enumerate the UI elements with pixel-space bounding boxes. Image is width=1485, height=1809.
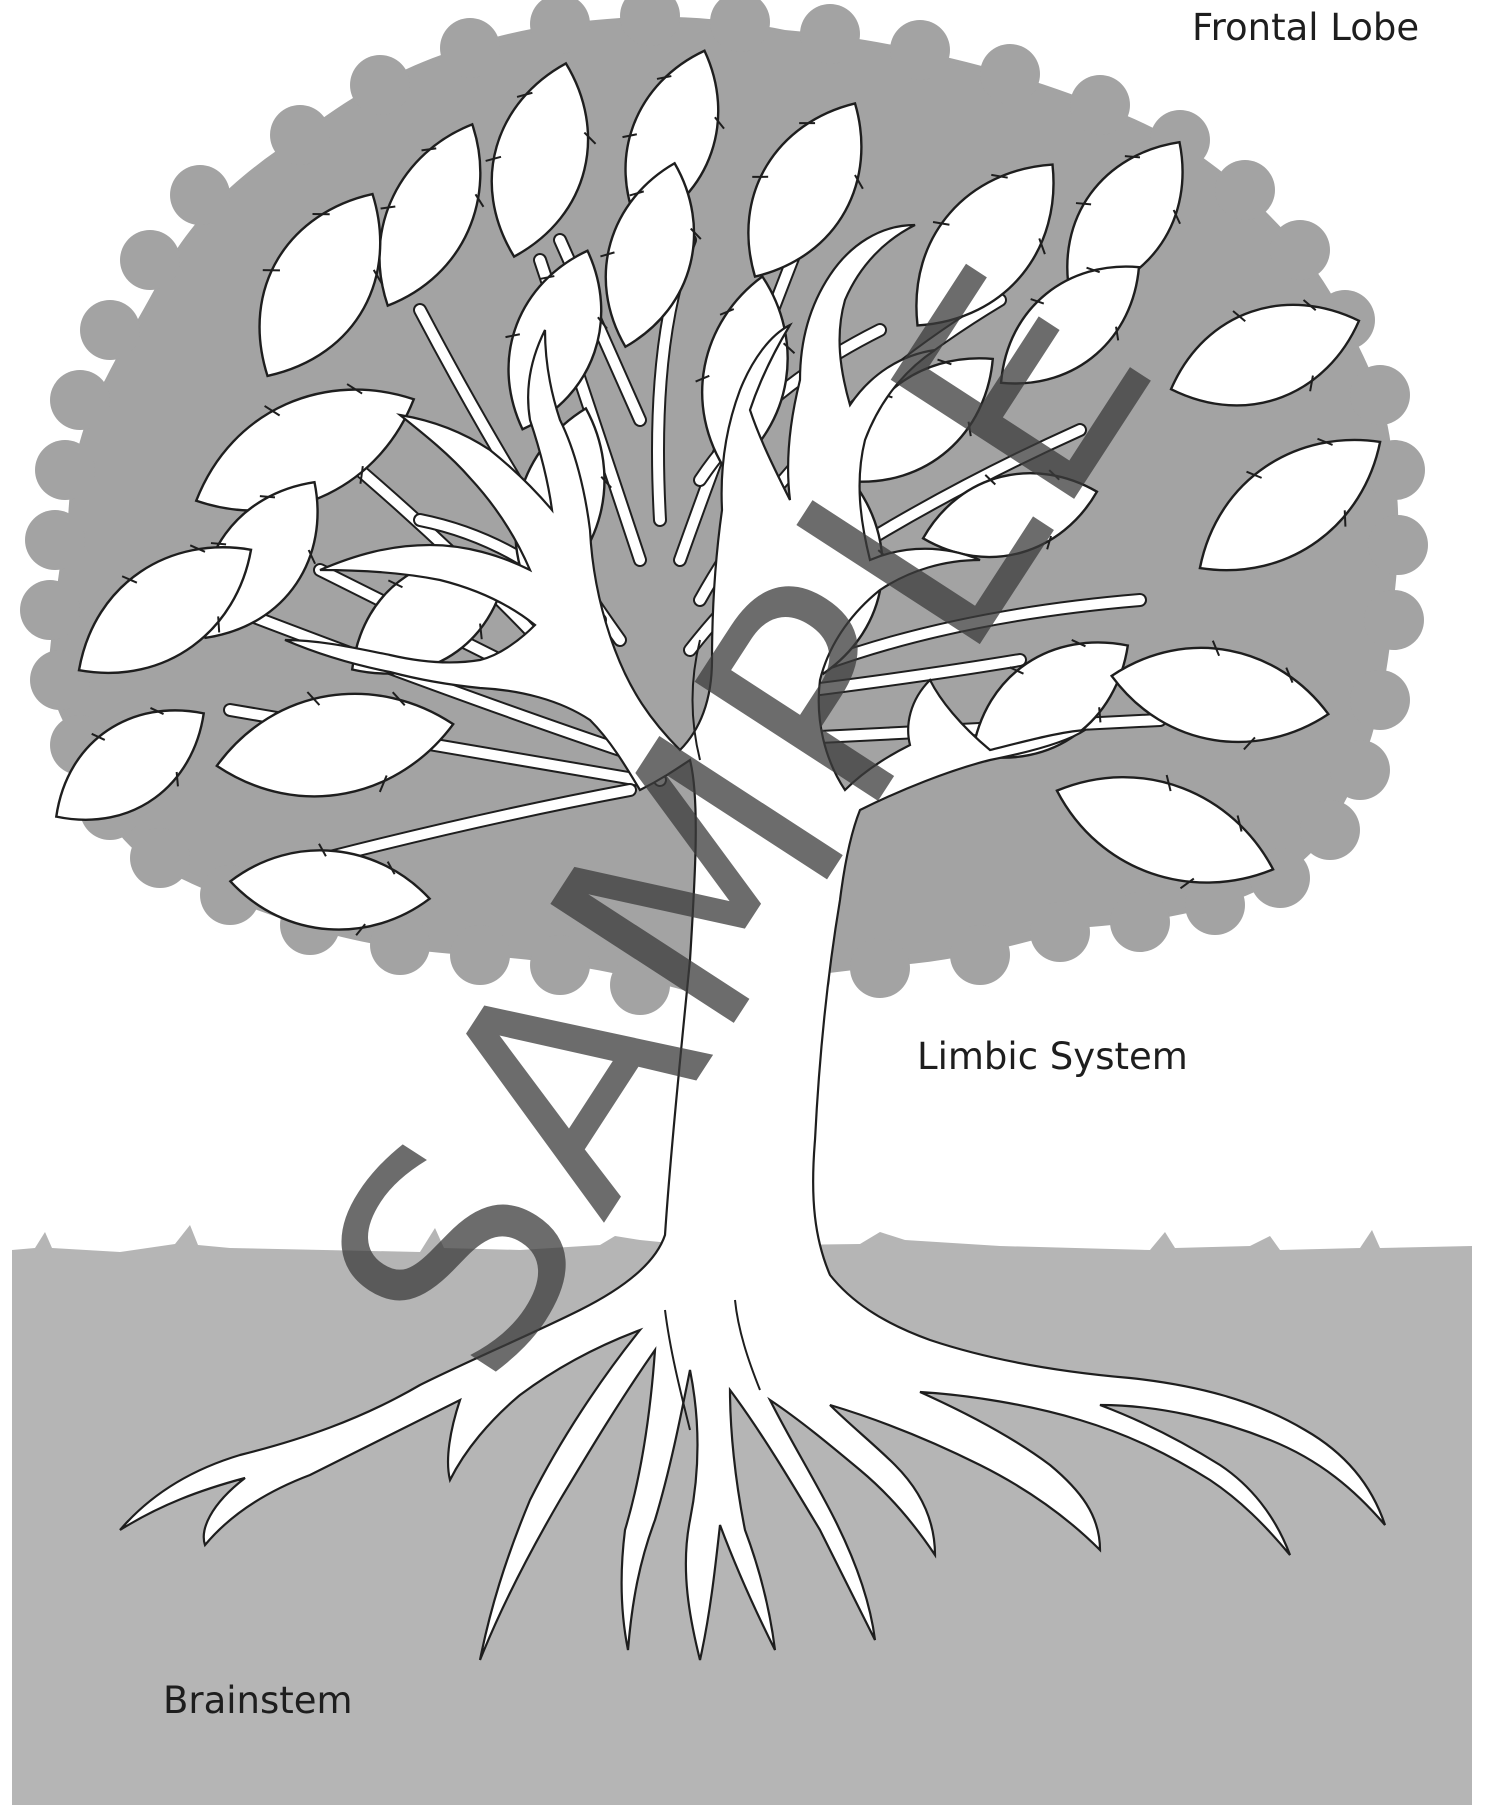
canopy-fringe-bump <box>1300 800 1360 860</box>
canopy-fringe-bump <box>980 44 1040 104</box>
canopy-fringe-bump <box>130 828 190 888</box>
canopy-fringe-bump <box>890 20 950 80</box>
canopy-fringe-bump <box>1110 892 1170 952</box>
label-brainstem: Brainstem <box>163 1679 353 1722</box>
canopy-fringe-bump <box>50 370 110 430</box>
canopy-fringe-bump <box>1330 740 1390 800</box>
canopy-fringe-bump <box>1270 220 1330 280</box>
canopy-fringe-bump <box>1350 670 1410 730</box>
canopy-fringe-bump <box>270 105 330 165</box>
canopy-fringe-bump <box>120 230 180 290</box>
canopy-fringe-bump <box>20 580 80 640</box>
canopy-fringe-bump <box>1368 515 1428 575</box>
canopy-fringe-bump <box>800 4 860 64</box>
canopy-fringe-bump <box>440 18 500 78</box>
canopy-fringe-bump <box>35 440 95 500</box>
canopy-fringe-bump <box>1364 590 1424 650</box>
canopy-fringe-bump <box>610 955 670 1015</box>
canopy-fringe-bump <box>950 925 1010 985</box>
canopy-fringe-bump <box>1350 365 1410 425</box>
canopy-fringe-bump <box>1185 875 1245 935</box>
canopy-fringe-bump <box>25 510 85 570</box>
canopy-fringe-bump <box>530 935 590 995</box>
canopy-fringe-bump <box>80 300 140 360</box>
label-frontal-lobe: Frontal Lobe <box>1192 6 1419 49</box>
canopy-fringe-bump <box>1215 160 1275 220</box>
canopy-fringe-bump <box>170 165 230 225</box>
canopy-fringe-bump <box>450 925 510 985</box>
canopy-fringe-bump <box>1070 75 1130 135</box>
canopy-fringe-bump <box>1030 902 1090 962</box>
label-limbic-system: Limbic System <box>917 1035 1188 1078</box>
canopy-fringe-bump <box>350 55 410 115</box>
canopy-fringe-bump <box>850 938 910 998</box>
